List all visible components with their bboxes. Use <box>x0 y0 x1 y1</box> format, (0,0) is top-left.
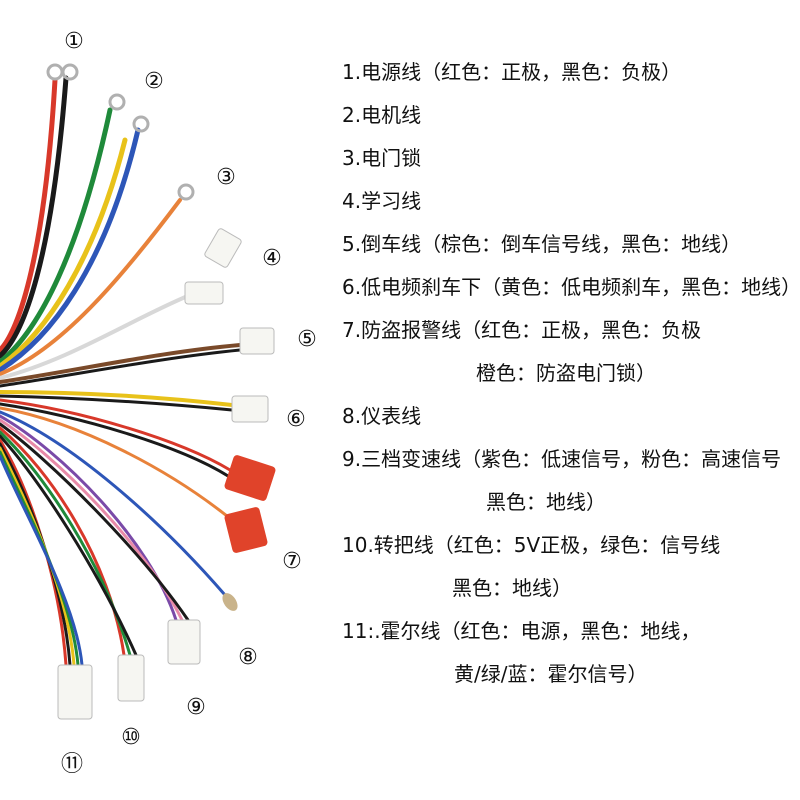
wire-hall-blue <box>0 454 84 667</box>
legend-item-8: 8.仪表线 <box>342 404 422 428</box>
legend-item-7: 7.防盗报警线（红色：正极，黑色：负极 <box>342 318 702 342</box>
legend-item-9: 9.三档变速线（紫色：低速信号，粉色：高速信号 <box>342 447 782 471</box>
ring-terminal-motor-green <box>108 93 126 111</box>
wire-bundle <box>0 75 242 667</box>
marker-4-label: ④ <box>262 246 282 271</box>
wire-meter <box>0 410 227 597</box>
legend-item-10-cont: 黑色：地线） <box>452 576 572 600</box>
wire-motor-yellow <box>0 137 128 369</box>
connector-brake <box>231 395 269 423</box>
number-markers: ① ② ③ ④ ⑤ ⑥ ⑦ ⑧ ⑨ ⑩ ⑪ <box>61 29 317 777</box>
wire-alarm-orange <box>0 406 234 522</box>
wire-power-red <box>0 77 58 353</box>
wire-legend: 1.电源线（红色：正极，黑色：负极） 2.电机线 3.电门锁 4.学习线 5.倒… <box>340 0 800 800</box>
connector-speed <box>167 619 201 665</box>
marker-10: ⑩ <box>121 725 141 750</box>
wire-brake-black <box>0 394 234 412</box>
marker-10-label: ⑩ <box>121 725 141 750</box>
marker-11-label: ⑪ <box>61 752 83 777</box>
wire-speed-black <box>0 422 190 622</box>
connector-reverse <box>239 327 275 355</box>
marker-2-label: ② <box>144 69 164 94</box>
marker-7-label: ⑦ <box>282 549 302 574</box>
marker-5-label: ⑤ <box>297 327 317 352</box>
marker-9-label: ⑨ <box>186 695 206 720</box>
wire-motor-blue <box>0 127 141 373</box>
marker-6-label: ⑥ <box>286 407 306 432</box>
marker-5: ⑤ <box>297 327 317 352</box>
wire-reverse-brown <box>0 343 242 384</box>
wire-power-black <box>0 75 69 359</box>
legend-item-2: 2.电机线 <box>342 103 422 127</box>
connector-hall <box>57 664 93 720</box>
wire-motor-green <box>0 107 113 365</box>
legend-item-7-cont: 橙色：防盗电门锁） <box>476 361 656 385</box>
ring-terminal-lock <box>177 183 195 201</box>
marker-8: ⑧ <box>238 645 258 670</box>
connector-throttle <box>117 654 145 702</box>
marker-4: ④ <box>262 246 282 271</box>
marker-1: ① <box>64 29 84 54</box>
marker-3: ③ <box>216 165 236 190</box>
marker-8-label: ⑧ <box>238 645 258 670</box>
marker-7: ⑦ <box>282 549 302 574</box>
marker-3-label: ③ <box>216 165 236 190</box>
marker-2: ② <box>144 69 164 94</box>
wire-learn-white <box>0 293 192 380</box>
wire-throttle-black <box>0 434 138 657</box>
legend-item-6: 6.低电频刹车下（黄色：低电频刹车，黑色：地线） <box>342 275 800 299</box>
legend-item-3: 3.电门锁 <box>342 146 422 170</box>
wire-harness-diagram: ① ② ③ ④ ⑤ ⑥ ⑦ ⑧ ⑨ ⑩ ⑪ <box>0 29 317 777</box>
ring-terminals <box>46 63 195 201</box>
connector-alarm-top <box>224 455 276 501</box>
marker-1-label: ① <box>64 29 84 54</box>
connector-learn-top <box>204 228 242 268</box>
connectors <box>57 228 276 720</box>
connector-learn <box>184 281 224 305</box>
wire-alarm-black <box>0 402 230 478</box>
legend-item-11: 11:.霍尔线（红色：电源，黑色：地线， <box>342 619 701 643</box>
connector-meter-pin <box>222 593 238 611</box>
ring-terminal-power-black <box>61 63 79 81</box>
marker-6: ⑥ <box>286 407 306 432</box>
wire-brake-yellow <box>0 390 234 407</box>
legend-item-11-cont: 黄/绿/蓝：霍尔信号） <box>454 662 648 686</box>
ring-terminal-motor-blue <box>132 115 150 133</box>
connector-alarm-bottom <box>224 507 268 553</box>
wire-alarm-red <box>0 398 232 472</box>
legend-item-5: 5.倒车线（棕色：倒车信号线，黑色：地线） <box>342 232 742 256</box>
marker-11: ⑪ <box>61 752 83 777</box>
legend-item-9-cont: 黑色：地线） <box>486 490 606 514</box>
marker-9: ⑨ <box>186 695 206 720</box>
legend-item-4: 4.学习线 <box>342 189 422 213</box>
wire-reverse-black <box>0 348 242 388</box>
ring-terminal-power-red <box>46 63 64 81</box>
wire-lock-orange <box>0 198 182 376</box>
legend-item-1: 1.电源线（红色：正极，黑色：负极） <box>342 60 682 84</box>
legend-item-10: 10.转把线（红色：5V正极，绿色：信号线 <box>342 533 721 557</box>
